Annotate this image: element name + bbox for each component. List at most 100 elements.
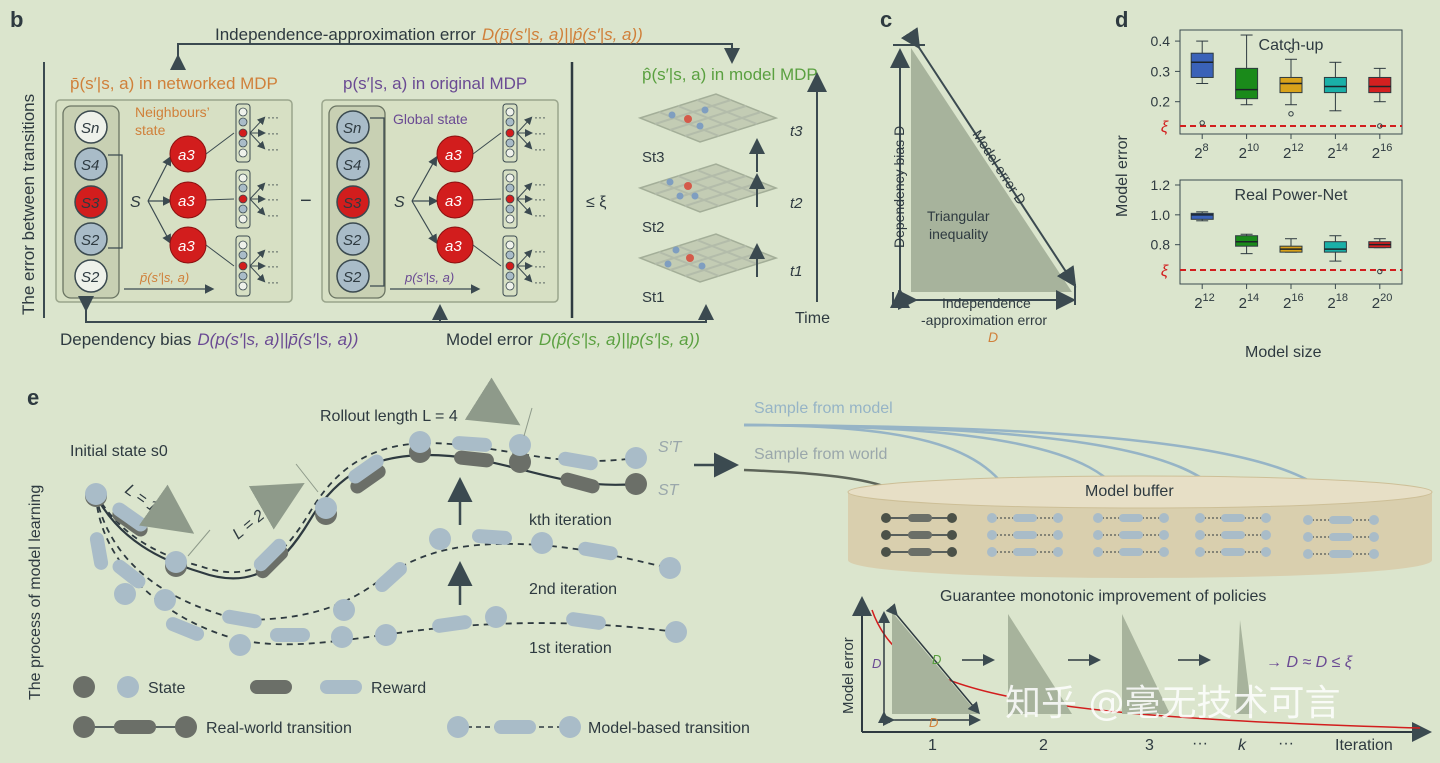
buffer-model-rows bbox=[987, 513, 1379, 559]
legend-model-state bbox=[117, 676, 139, 698]
legend-model-label: Model-based transition bbox=[588, 720, 750, 737]
actions-left bbox=[147, 155, 173, 245]
stack-dots-right bbox=[505, 107, 515, 291]
stack-dots-left bbox=[238, 107, 248, 291]
model-grid-t2 bbox=[637, 163, 779, 213]
rollout-label: Rollout length L = 4 bbox=[320, 408, 458, 425]
chart-title: Real Power-Net bbox=[1235, 187, 1348, 204]
iteration-label: 1 bbox=[928, 737, 937, 754]
dots-right: ··· ··· ··· ··· ··· ··· ··· ··· ··· bbox=[534, 110, 546, 289]
transition-label-right: p(s′|s, a) bbox=[404, 270, 454, 285]
dots: ··· bbox=[267, 142, 279, 156]
panel-b: b The error between transitions Independ… bbox=[10, 7, 830, 349]
iteration-labels: 1 2 3 ··· k ··· bbox=[928, 735, 1294, 754]
iteration-label: ··· bbox=[1278, 735, 1294, 752]
improve-tri-diag-arrow bbox=[885, 603, 980, 715]
l1-arrow bbox=[138, 484, 195, 534]
dots: ··· bbox=[534, 110, 546, 124]
x-tick-label: 216 bbox=[1372, 142, 1393, 162]
x-tick-label: 210 bbox=[1239, 142, 1260, 162]
state-label: S2 bbox=[81, 232, 100, 249]
legend-real-state bbox=[73, 676, 95, 698]
l2-arrow bbox=[248, 483, 305, 530]
dep-bias-bracket bbox=[78, 296, 440, 323]
box bbox=[1323, 76, 1347, 94]
y-tick-label: 0.4 bbox=[1151, 33, 1171, 49]
state-label: S4 bbox=[81, 157, 99, 174]
improve-ylabel: Model error bbox=[840, 637, 857, 714]
guarantee-label: Guarantee monotonic improvement of polic… bbox=[940, 588, 1266, 605]
second-iteration-label: 2nd iteration bbox=[529, 581, 617, 598]
action-nodes-right: a3 a3 a3 bbox=[436, 135, 474, 264]
branch-arrows-right bbox=[472, 116, 533, 283]
l2-label: L = 2 bbox=[230, 507, 268, 543]
dots: ··· bbox=[534, 192, 546, 206]
y-tick-label: 0.8 bbox=[1151, 237, 1171, 253]
dots: ··· bbox=[534, 126, 546, 140]
improve-triangle-k bbox=[1236, 620, 1252, 714]
x-tick-label: 212 bbox=[1283, 142, 1304, 162]
legend-real-label: Real-world transition bbox=[206, 720, 352, 737]
d-xlabel: Model size bbox=[1245, 344, 1322, 361]
box-flier bbox=[1377, 268, 1383, 275]
xi-label: ξ bbox=[1161, 119, 1169, 136]
state-label: S2 bbox=[343, 269, 362, 286]
box-flier bbox=[1199, 120, 1205, 126]
state-label: S3 bbox=[343, 195, 362, 212]
legend-model-reward bbox=[320, 680, 362, 694]
model-k-marks bbox=[85, 431, 647, 573]
panel-e: e The process of model learning 1st iter… bbox=[27, 377, 1433, 754]
box bbox=[1190, 52, 1214, 78]
dots: ··· bbox=[267, 126, 279, 140]
dots: ··· bbox=[534, 259, 546, 273]
t1-label: t1 bbox=[790, 263, 803, 280]
improve-d-diag: D bbox=[932, 652, 941, 667]
buffer-label: Model buffer bbox=[1085, 483, 1174, 500]
panel-e-letter: e bbox=[27, 385, 39, 410]
actions-right bbox=[411, 155, 439, 245]
st-prime-label: S′T bbox=[658, 439, 683, 456]
s-label-right: S bbox=[394, 194, 405, 211]
panel-e-y-axis-label: The process of model learning bbox=[27, 485, 44, 700]
state-label: S2 bbox=[343, 232, 362, 249]
t2-label: t2 bbox=[790, 195, 803, 212]
le-xi-label: ≤ ξ bbox=[586, 194, 606, 211]
s-t2-label: St2 bbox=[642, 219, 665, 236]
iteration-label: ··· bbox=[1192, 735, 1208, 752]
networked-mdp-title: p̄(s′|s, a) in networked MDP bbox=[70, 74, 278, 93]
legend-state-label: State bbox=[148, 680, 185, 697]
action-label: a3 bbox=[178, 193, 195, 210]
model-error-bracket bbox=[440, 304, 714, 323]
state-label: S3 bbox=[81, 195, 100, 212]
s-label-left: S bbox=[130, 194, 141, 211]
x-tick-label: 216 bbox=[1283, 292, 1304, 312]
iteration-label: 3 bbox=[1145, 737, 1154, 754]
box bbox=[1235, 67, 1259, 100]
buffer-real-rows bbox=[881, 513, 957, 557]
dots: ··· bbox=[534, 244, 546, 258]
triangle bbox=[911, 48, 1072, 292]
dots: ··· bbox=[267, 259, 279, 273]
legend: State Reward Real-world transition Model… bbox=[73, 676, 750, 738]
global-bracket bbox=[370, 117, 385, 287]
t3-label: t3 bbox=[790, 123, 803, 140]
action-label: a3 bbox=[178, 238, 195, 255]
iteration-label: 2 bbox=[1039, 737, 1048, 754]
sample-from-world-label: Sample from world bbox=[754, 446, 887, 463]
original-mdp-title: p(s′|s, a) in original MDP bbox=[343, 74, 527, 93]
improve-xlabel: Iteration bbox=[1335, 737, 1393, 754]
panel-c: c Dependency bias D Model error D Triang… bbox=[880, 7, 1077, 345]
model-grid-t1 bbox=[637, 233, 779, 283]
d-ylabel: Model error bbox=[1114, 135, 1131, 217]
triangle-ticks bbox=[892, 44, 1076, 305]
x-tick-label: 214 bbox=[1327, 142, 1348, 162]
box bbox=[1368, 76, 1392, 94]
action-label: a3 bbox=[445, 193, 462, 210]
second-iteration-path bbox=[95, 495, 671, 621]
